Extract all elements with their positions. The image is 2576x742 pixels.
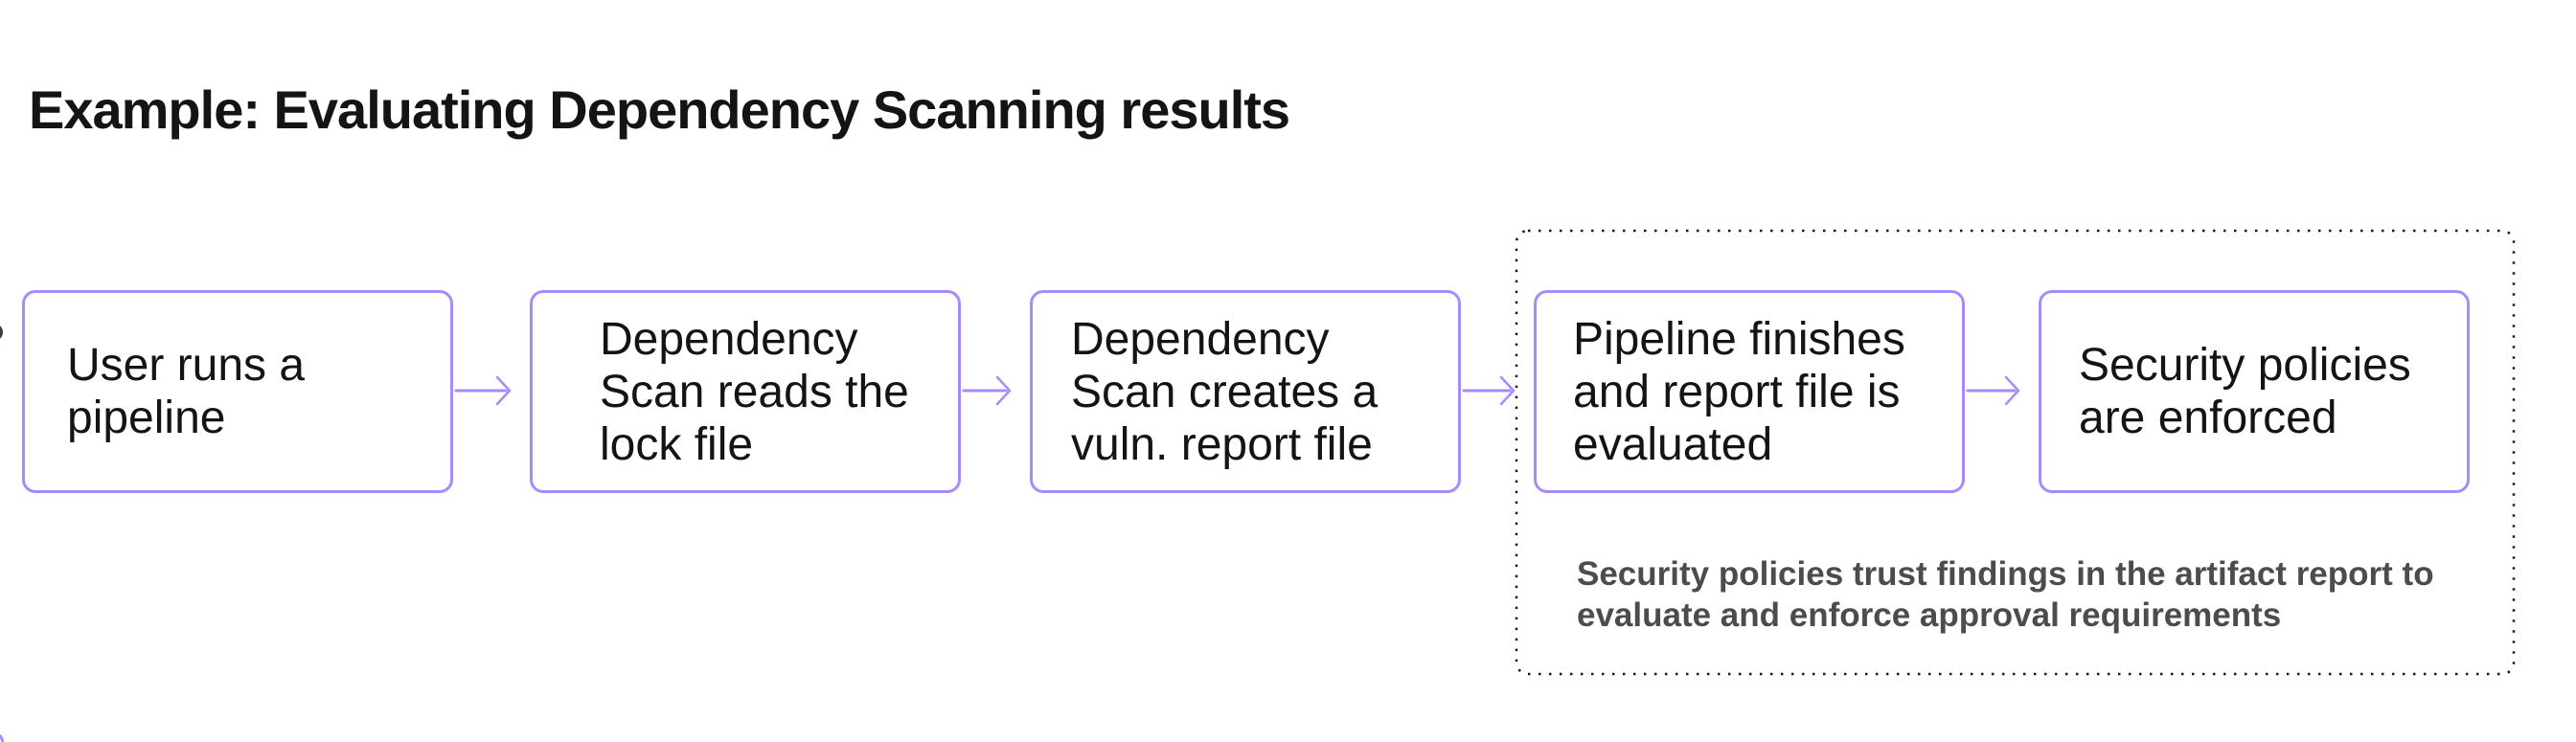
- box-text-line: and report file is: [1573, 366, 1901, 417]
- arrow-right-icon: [1462, 375, 1516, 406]
- box-text-line: pipeline: [67, 393, 226, 443]
- box-text-line: lock file: [600, 418, 754, 470]
- clipped-dot-fragment: [0, 326, 3, 339]
- arrow-right-icon: [454, 375, 512, 406]
- box-text-line: Pipeline finishes: [1573, 313, 1905, 365]
- flow-box-policies-enforced: Security policies are enforced: [2039, 290, 2470, 493]
- box-text-line: are enforced: [2079, 393, 2337, 443]
- box-text-line: Dependency: [1071, 313, 1330, 365]
- box-text-line: Scan creates a: [1071, 366, 1379, 417]
- box-text-line: vuln. report file: [1071, 418, 1373, 470]
- clipped-box-corner-fragment: [0, 733, 5, 742]
- note-text-line: evaluate and enforce approval requiremen…: [1577, 596, 2282, 634]
- flow-box-dep-scan-creates-report: Dependency Scan creates a vuln. report f…: [1030, 290, 1461, 493]
- flow-box-dep-scan-reads-lock: Dependency Scan reads the lock file: [530, 290, 961, 493]
- note-text-line: Security policies trust findings in the …: [1577, 555, 2434, 593]
- flow-box-user-runs-pipeline: User runs a pipeline: [22, 290, 453, 493]
- arrow-right-icon: [962, 375, 1012, 406]
- box-text-line: User runs a: [67, 340, 306, 391]
- arrow-right-icon: [1966, 375, 2020, 406]
- box-text-line: Dependency: [600, 313, 858, 365]
- policy-trust-note: Security policies trust findings in the …: [1577, 553, 2434, 636]
- flow-box-pipeline-finishes: Pipeline finishes and report file is eva…: [1534, 290, 1965, 493]
- box-text-line: evaluated: [1573, 418, 1773, 470]
- box-text-line: Security policies: [2079, 340, 2411, 391]
- diagram-title: Example: Evaluating Dependency Scanning …: [29, 79, 1290, 140]
- box-text-line: Scan reads the: [600, 366, 909, 417]
